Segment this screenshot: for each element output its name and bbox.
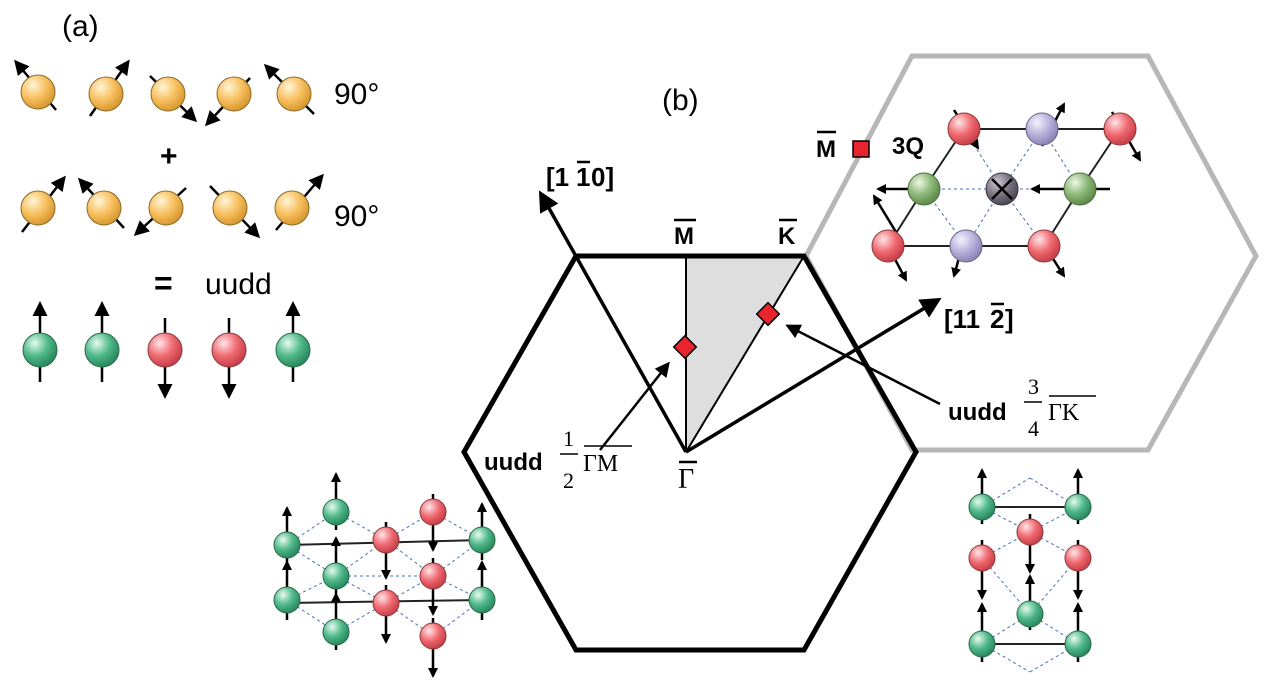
uudd-gm-denominator: 2: [563, 468, 574, 493]
annotation-arrow-gm: [599, 361, 670, 451]
panel-a-label: (a): [62, 10, 99, 43]
3q-atom-red: [1027, 229, 1066, 278]
spin-orange: [209, 185, 261, 239]
gm-spin-red-down: [419, 558, 447, 616]
spin-green-up: [22, 301, 58, 382]
3q-atom-red: [871, 194, 908, 282]
spin-row-1: 90°: [14, 59, 379, 127]
spin-orange: [263, 63, 315, 115]
equals-sign: =: [154, 265, 173, 301]
gk-spin-green-up: [1016, 574, 1044, 630]
structure-uudd-gm: [273, 472, 496, 678]
plus-sign: +: [160, 140, 178, 173]
gk-spin-red-down: [968, 540, 996, 600]
uudd-three-quarter-gk-marker: [755, 301, 781, 327]
direction-label-1-10: [1 1 0]: [546, 160, 614, 192]
spin-orange: [204, 76, 252, 127]
gm-spin-green-up: [468, 560, 496, 620]
gk-spin-red-down: [1016, 514, 1044, 574]
3q-atom-olive: [1030, 172, 1110, 206]
uudd-gk-denominator: 4: [1028, 416, 1039, 441]
uudd-gm-prefix: uudd: [484, 449, 543, 476]
inset-m-square-marker: [852, 140, 870, 158]
gm-spin-green-up: [322, 472, 350, 530]
gk-spin-green-up: [968, 468, 996, 524]
gm-spin-red-down: [419, 494, 447, 552]
gk-spin-green-up: [968, 602, 996, 662]
gm-spin-green-up: [322, 536, 350, 594]
uudd-gk-numerator: 3: [1028, 374, 1039, 399]
spin-orange: [88, 59, 130, 117]
point-k-label: K: [778, 223, 796, 250]
uudd-half-gm-marker: [672, 334, 698, 360]
point-m-label: M: [674, 223, 694, 250]
point-gamma-label: Γ: [678, 464, 694, 495]
gk-spin-green-up: [1064, 468, 1092, 524]
spin-green-up: [84, 301, 120, 382]
spin-green-up: [275, 301, 311, 382]
spin-orange: [20, 175, 66, 233]
panel-a: (a) 90° +: [14, 10, 379, 399]
dir-11-2-close: ]: [1005, 304, 1014, 334]
panel-b-label: (b): [662, 84, 699, 117]
spin-red-down: [147, 318, 183, 399]
panel-b: (b) [1 1 0] [11 2 ] M K Γ uudd: [273, 53, 1259, 678]
direction-label-11-2: [11 2 ]: [944, 302, 1014, 334]
uudd-gk-prefix: uudd: [948, 399, 1007, 426]
gm-spin-green-up: [273, 560, 301, 620]
spin-orange: [149, 75, 198, 123]
3q-atom-red: [947, 109, 981, 150]
uudd-three-quarter-gk-label: uudd 3 4 ΓK: [948, 374, 1096, 441]
structure-uudd-gk: [968, 468, 1092, 673]
inset-3q-label: 3Q: [892, 133, 924, 160]
dir-11-2-open: [11: [944, 304, 980, 334]
uudd-half-gm-label: uudd 1 2 ΓM: [484, 426, 632, 493]
3q-atom-lilac: [949, 229, 983, 278]
gm-spin-green-up: [468, 502, 496, 560]
row-2-angle: 90°: [334, 200, 379, 233]
dir-11-2-bar: 2: [990, 304, 1004, 334]
3q-atom-red: [1103, 111, 1142, 162]
uudd-gm-numerator: 1: [563, 426, 574, 451]
gm-spin-red-down: [372, 585, 400, 644]
inset-m-label: M: [816, 136, 836, 163]
dir-1-10-close: 0]: [591, 162, 614, 192]
gm-spin-green-up: [322, 592, 350, 650]
3q-atom-lilac: [1025, 102, 1066, 147]
row-1-angle: 90°: [334, 78, 379, 111]
spin-orange: [133, 187, 187, 237]
spin-row-3: [22, 301, 311, 399]
direction-arrow-11-2: [685, 297, 942, 454]
spin-red-down: [211, 318, 247, 399]
gm-spin-red-down: [372, 522, 400, 580]
structure-3q: [871, 102, 1142, 282]
gm-spin-red-down: [419, 618, 447, 678]
gm-spin-green-up: [273, 506, 301, 565]
gk-spin-red-down: [1064, 540, 1092, 600]
uudd-gk-path: ΓK: [1048, 400, 1080, 426]
uudd-result-label: uudd: [205, 268, 272, 301]
dir-1-10-open: [1: [546, 162, 569, 192]
spin-orange: [274, 173, 324, 231]
dir-1-10-bar: 1: [576, 162, 590, 192]
gk-spin-green-up: [1064, 602, 1092, 662]
direction-arrow-1-10: [538, 190, 688, 453]
spin-orange: [77, 177, 125, 229]
gamma-k-line: [685, 255, 805, 453]
3q-atom-olive: [876, 172, 941, 206]
spin-orange: [14, 59, 57, 111]
annotation-arrow-gk: [785, 324, 941, 406]
spin-row-2: 90°: [20, 173, 379, 239]
3q-atom-center: [985, 172, 1019, 206]
uudd-gm-path: ΓM: [583, 451, 618, 477]
